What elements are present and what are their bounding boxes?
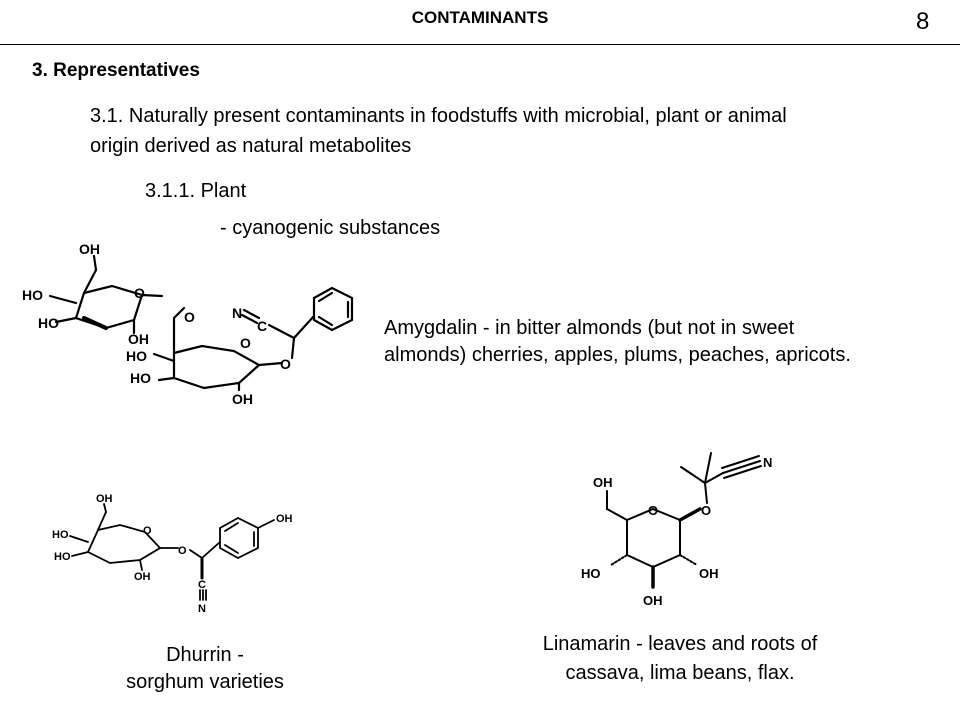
subsection-line-1: 3.1. Naturally present contaminants in f…: [90, 105, 787, 127]
linamarin-o-label-2: O: [701, 503, 711, 518]
subsection-line-2: origin derived as natural metabolites: [90, 135, 412, 157]
amygdalin-ch-bond: [290, 336, 296, 360]
linamarin-structure: OH O O N HO OH OH: [581, 452, 772, 608]
linamarin-triple-2: [721, 455, 760, 469]
amygdalin-o-label-1: O: [134, 285, 145, 301]
amygdalin-c-label: C: [257, 318, 267, 334]
dhurrin-line-1: Dhurrin -: [166, 644, 244, 666]
dhurrin-description: Dhurrin - sorghum varieties: [70, 642, 340, 696]
amygdalin-ring-1-wedge: [82, 316, 108, 330]
amygdalin-nitrile-1: [242, 308, 261, 320]
linamarin-oh-label-2: OH: [699, 566, 719, 581]
dhurrin-oh-label-3: OH: [276, 513, 293, 525]
amygdalin-phenyl-double-1: [317, 291, 334, 303]
dhurrin-line-2: sorghum varieties: [126, 671, 284, 693]
linamarin-o-label-1: O: [648, 503, 658, 518]
amygdalin-o-label-2: O: [184, 309, 195, 325]
dhurrin-ch2oh-bond: [103, 503, 107, 513]
page-number: 8: [916, 8, 930, 35]
amygdalin-ring-2-bonds: [172, 344, 261, 390]
linamarin-oh-label-1: OH: [593, 475, 613, 490]
amygdalin-line-1: Amygdalin - in bitter almonds (but not i…: [384, 317, 795, 339]
amygdalin-ho-label-3: HO: [126, 348, 147, 364]
amygdalin-ho-bond-4: [157, 376, 176, 382]
amygdalin-ho-label-2: HO: [38, 315, 59, 331]
linamarin-n-label: N: [763, 455, 772, 470]
amygdalin-phenyl-ring: [312, 286, 354, 332]
dhurrin-phenyl-link: [201, 541, 221, 559]
amygdalin-phenyl-link: [292, 314, 316, 340]
linamarin-cn-link: [704, 472, 724, 484]
amygdalin-phenyl-double-3: [317, 315, 334, 327]
linamarin-methyl-1: [680, 466, 706, 484]
header-divider: [0, 44, 960, 45]
amygdalin-o-label-3: O: [240, 335, 251, 351]
dhurrin-phenyl-double-1: [224, 522, 239, 532]
linamarin-triple-3: [723, 465, 762, 479]
amygdalin-n-label: N: [232, 305, 242, 321]
amygdalin-ho-label-4: HO: [130, 370, 151, 386]
amygdalin-nitrile-2: [240, 313, 259, 325]
amygdalin-ch2-bond: [82, 268, 98, 295]
dhurrin-ho-label-1: HO: [52, 529, 69, 541]
dhurrin-glucose-ring: [86, 524, 162, 564]
linamarin-description: Linamarin - leaves and roots of cassava,…: [480, 630, 880, 688]
slide-title: CONTAMINANTS: [411, 8, 549, 27]
dhurrin-structure: OH HO HO O OH O C N OH: [52, 493, 293, 615]
amygdalin-oh-label-1: OH: [79, 241, 100, 257]
dhurrin-oh-label-2: OH: [134, 571, 151, 583]
dhurrin-phenyl-ring: [219, 516, 259, 560]
dhurrin-o-label-2: O: [178, 545, 187, 557]
linamarin-triple-1: [722, 460, 761, 474]
dhurrin-oh-label-1: OH: [96, 493, 113, 505]
linamarin-ho-hash: [610, 554, 628, 566]
amygdalin-oh-label-3: OH: [232, 391, 253, 407]
amygdalin-description: Amygdalin - in bitter almonds (but not i…: [384, 315, 954, 369]
section-heading: 3. Representatives: [32, 60, 200, 81]
amygdalin-glycosidic-bond-3: [257, 361, 284, 367]
dhurrin-c-label: C: [198, 579, 206, 591]
dhurrin-ho-label-2: HO: [54, 551, 71, 563]
amygdalin-o-label-4: O: [280, 356, 291, 372]
amygdalin-ho-label-1: HO: [22, 287, 43, 303]
linamarin-c-o-bond: [704, 482, 708, 504]
dhurrin-o-label-1: O: [143, 525, 152, 537]
amygdalin-structure: OH HO HO O OH O HO O HO OH O N C: [22, 241, 354, 407]
amygdalin-ring-1-bonds: [74, 284, 144, 330]
dhurrin-ch-bond: [189, 549, 203, 559]
subsubsection-heading: 3.1.1. Plant: [145, 180, 247, 202]
linamarin-ho-label: HO: [581, 566, 601, 581]
category-label: - cyanogenic substances: [220, 217, 441, 239]
dhurrin-phenyl-double-3: [224, 544, 239, 554]
linamarin-glycosidic-wedge: [678, 507, 702, 522]
amygdalin-ho-bond-3: [152, 352, 176, 363]
dhurrin-ho-bond-1: [69, 535, 89, 543]
linamarin-line-1: Linamarin - leaves and roots of: [542, 633, 818, 655]
dhurrin-phenol-bond: [257, 519, 275, 529]
amygdalin-ch2oh-bond: [92, 254, 98, 272]
subsection-heading: 3.1. Naturally present contaminants in f…: [90, 101, 940, 161]
amygdalin-cn-link: [267, 323, 296, 340]
linamarin-oh-hash: [679, 554, 698, 566]
amygdalin-ho-bond-1: [48, 294, 78, 305]
linamarin-methyl-2: [704, 452, 712, 484]
linamarin-oh-label-3: OH: [643, 593, 663, 608]
linamarin-line-2: cassava, lima beans, flax.: [565, 662, 795, 684]
dhurrin-ho-bond-2: [71, 551, 89, 557]
amygdalin-glycosidic-bond-2: [172, 306, 186, 320]
amygdalin-glycosidic-bond-1: [140, 293, 164, 298]
amygdalin-oh-label-2: OH: [128, 331, 149, 347]
dhurrin-ch2-bond: [97, 511, 107, 531]
dhurrin-n-label: N: [198, 603, 206, 615]
amygdalin-line-2: almonds) cherries, apples, plums, peache…: [384, 344, 851, 366]
linamarin-ch2-bond: [606, 508, 628, 521]
dhurrin-oh-bond: [139, 559, 143, 571]
amygdalin-ho-bond-2: [54, 316, 78, 324]
